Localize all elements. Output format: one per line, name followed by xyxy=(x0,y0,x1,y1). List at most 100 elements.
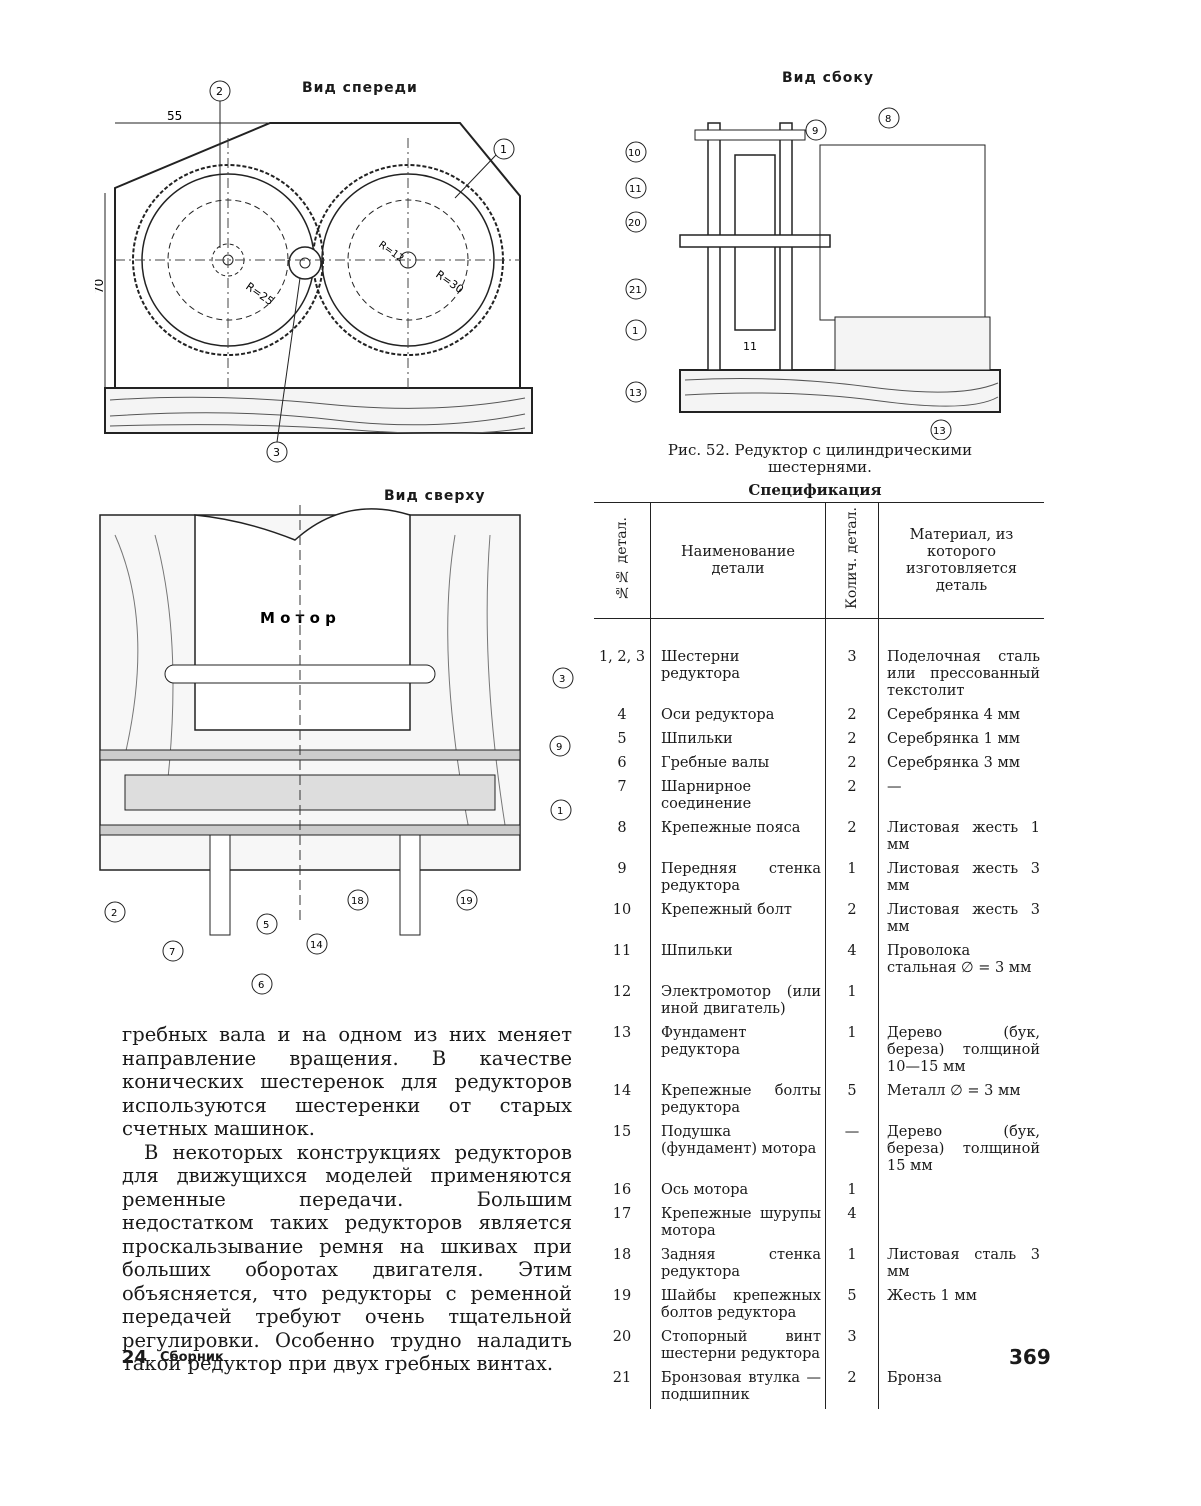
spec-top-rule xyxy=(594,502,1044,503)
spec-cell-num: 9 xyxy=(617,860,627,877)
svg-text:10: 10 xyxy=(628,148,641,159)
spec-cell-qty: 5 xyxy=(825,1080,879,1122)
spec-cell-qty: — xyxy=(825,1121,879,1180)
spec-cell-num: 6 xyxy=(617,754,627,771)
svg-text:2: 2 xyxy=(216,85,223,98)
svg-text:11: 11 xyxy=(743,340,757,353)
spec-cell-name: Шайбы крепежных болтов редуктора xyxy=(650,1285,826,1327)
spec-cell-num: 14 xyxy=(612,1082,632,1099)
spec-cell-name: Стопорный винт шестерни редуктора xyxy=(650,1326,826,1368)
svg-text:М о т о р: М о т о р xyxy=(260,609,336,627)
svg-text:9: 9 xyxy=(812,126,818,137)
spec-cell-num: 17 xyxy=(612,1205,632,1222)
side-view-label: Вид сбоку xyxy=(782,70,874,86)
top-view-drawing: М о т о р 3 9 1 2 5 7 6 14 18 19 xyxy=(99,505,574,995)
svg-text:6: 6 xyxy=(258,980,264,991)
signature-number: 24 xyxy=(122,1347,148,1368)
spec-cell-qty: 1 xyxy=(825,981,879,1023)
spec-cell-qty: 2 xyxy=(825,776,879,818)
side-view-drawing: 11 10 11 20 21 1 13 9 8 13 xyxy=(625,107,1001,440)
spec-cell-qty: 2 xyxy=(825,899,879,941)
spec-cell-qty: 2 xyxy=(825,704,879,729)
svg-text:21: 21 xyxy=(629,285,642,296)
svg-text:3: 3 xyxy=(559,674,565,685)
spec-cell-name: Оси редуктора xyxy=(650,704,826,729)
spec-cell-qty: 5 xyxy=(825,1285,879,1327)
spec-cell-num: 20 xyxy=(612,1328,632,1345)
svg-text:13: 13 xyxy=(629,388,642,399)
spec-cell-num: 1, 2, 3 xyxy=(598,648,646,665)
spec-cell-name: Бронзовая втулка — подшипник xyxy=(650,1367,826,1409)
spec-cell-name: Шестерни редуктора xyxy=(650,646,826,705)
spec-cell-qty: 2 xyxy=(825,817,879,859)
spec-header-name: Наименование детали xyxy=(650,503,826,619)
spec-cell-name: Гребные валы xyxy=(650,752,826,777)
spec-cell-num: 4 xyxy=(617,706,627,723)
spec-cell-material: Поделочная сталь или прессованный тексто… xyxy=(878,646,1044,705)
spec-cell-qty: 3 xyxy=(825,646,879,705)
paragraph-2: В некоторых конструкциях редукторов для … xyxy=(122,1140,572,1376)
spec-cell-num: 19 xyxy=(612,1287,632,1304)
spec-cell-name: Задняя стенка редуктора xyxy=(650,1244,826,1286)
spec-cell-name: Крепежные пояса xyxy=(650,817,826,859)
svg-text:18: 18 xyxy=(351,896,364,907)
signature-text: Сборник xyxy=(160,1350,224,1365)
spec-cell-qty: 4 xyxy=(825,1203,879,1245)
svg-text:1: 1 xyxy=(500,143,507,156)
spec-title: Спецификация xyxy=(748,481,882,499)
svg-text:3: 3 xyxy=(273,446,280,459)
spec-cell-num: 13 xyxy=(612,1024,632,1041)
spec-cell-material: Жесть 1 мм xyxy=(878,1285,1044,1327)
spec-header-qty: Колич. детал. xyxy=(825,503,879,619)
spec-cell-material: Бронза xyxy=(878,1367,1044,1409)
svg-text:2: 2 xyxy=(111,908,117,919)
spec-cell-num: 7 xyxy=(617,778,627,795)
spec-cell-qty: 1 xyxy=(825,858,879,900)
spec-cell-num: 11 xyxy=(612,942,632,959)
spec-cell-qty: 1 xyxy=(825,1244,879,1286)
spec-cell-num: 15 xyxy=(612,1123,632,1140)
spec-header-num: №№ детал. xyxy=(594,503,651,619)
svg-text:R=12: R=12 xyxy=(376,239,405,264)
spec-cell-name: Крепежные болты редуктора xyxy=(650,1080,826,1122)
spec-cell-qty: 2 xyxy=(825,752,879,777)
spec-cell-material: Серебрянка 3 мм xyxy=(878,752,1044,777)
spec-cell-name: Ось мотора xyxy=(650,1179,826,1204)
spec-cell-num: 18 xyxy=(612,1246,632,1263)
figure-caption: Рис. 52. Редуктор с цилиндрическими шест… xyxy=(667,441,973,476)
spec-cell-material: Листовая жесть 1 мм xyxy=(878,817,1044,859)
front-view-drawing: 55 70 R=25 R=30 R=12 2 1 3 xyxy=(95,80,533,463)
spec-cell-num: 12 xyxy=(612,983,632,1000)
spec-cell-material: Листовая жесть 3 мм xyxy=(878,858,1044,900)
svg-text:13: 13 xyxy=(933,426,946,437)
spec-cell-name: Крепежный болт xyxy=(650,899,826,941)
svg-text:1: 1 xyxy=(557,806,563,817)
spec-cell-material xyxy=(878,1326,1044,1368)
spec-cell-name: Крепежные шурупы мотора xyxy=(650,1203,826,1245)
page-number: 369 xyxy=(1009,1345,1051,1369)
svg-text:R=30: R=30 xyxy=(433,268,466,296)
spec-cell-qty: 2 xyxy=(825,1367,879,1409)
svg-text:19: 19 xyxy=(460,896,473,907)
svg-text:20: 20 xyxy=(628,218,641,229)
spec-cell-num: 10 xyxy=(612,901,632,918)
svg-text:55: 55 xyxy=(167,109,182,123)
svg-text:7: 7 xyxy=(169,947,175,958)
svg-text:5: 5 xyxy=(263,920,269,931)
top-view-label: Вид сверху xyxy=(384,488,486,504)
